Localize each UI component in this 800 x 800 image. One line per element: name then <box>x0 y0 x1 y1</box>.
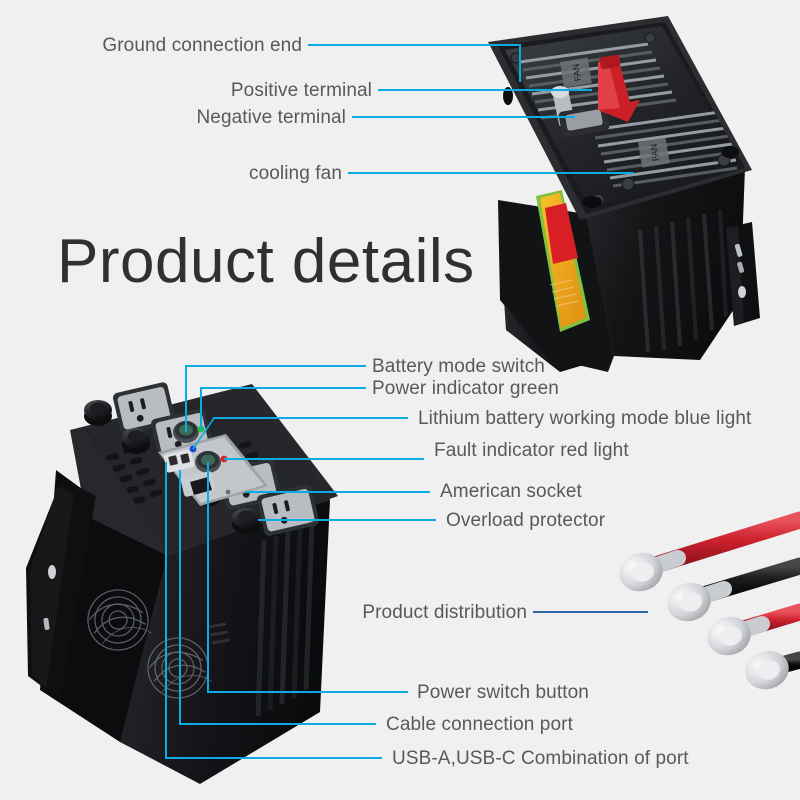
fan-marking-text: FAN <box>571 63 584 82</box>
callout-label-power-switch-button: Power switch button <box>417 682 589 703</box>
cable-red-1 <box>619 511 800 592</box>
product-image-top: FAN FAN <box>488 16 760 372</box>
fault-indicator-red-led <box>220 455 228 463</box>
callout-label-fault-indicator-red: Fault indicator red light <box>434 440 629 461</box>
warning-label <box>536 190 590 332</box>
cable-black-1 <box>667 557 800 622</box>
mounting-bracket <box>726 222 760 326</box>
cable-black-2 <box>745 650 800 690</box>
callout-label-cable-connection-port: Cable connection port <box>386 714 573 735</box>
callout-label-usb-combination-port: USB-A,USB-C Combination of port <box>392 748 689 769</box>
cable-red-2 <box>707 603 800 656</box>
power-indicator-green-led <box>197 425 205 433</box>
battery-cable-group <box>619 511 800 690</box>
fan-marking-text-2: FAN <box>649 143 662 162</box>
callout-label-lithium-blue-light: Lithium battery working mode blue light <box>418 408 752 429</box>
product-image-bottom <box>26 382 338 784</box>
callout-label-overload-protector: Overload protector <box>446 510 606 531</box>
callout-label-american-socket: American socket <box>440 481 582 502</box>
callout-label-negative-terminal: Negative terminal <box>196 107 346 128</box>
negative-terminal-hardware <box>551 86 610 138</box>
positive-terminal-hardware <box>598 54 640 122</box>
callout-label-cooling-fan: cooling fan <box>248 163 342 184</box>
lithium-mode-blue-led <box>189 445 197 453</box>
battery-mode-switch[interactable] <box>195 451 221 473</box>
power-switch-button[interactable] <box>173 421 199 443</box>
callout-label-ground-connection-end: Ground connection end <box>102 35 302 56</box>
callout-label-battery-mode-switch: Battery mode switch <box>372 356 545 377</box>
mounting-bracket-left <box>26 478 96 700</box>
page-title: Product details <box>57 227 475 296</box>
callout-label-product-distribution: Product distribution <box>362 602 527 623</box>
callout-label-power-indicator-green: Power indicator green <box>372 378 559 399</box>
callout-label-positive-terminal: Positive terminal <box>230 80 372 101</box>
